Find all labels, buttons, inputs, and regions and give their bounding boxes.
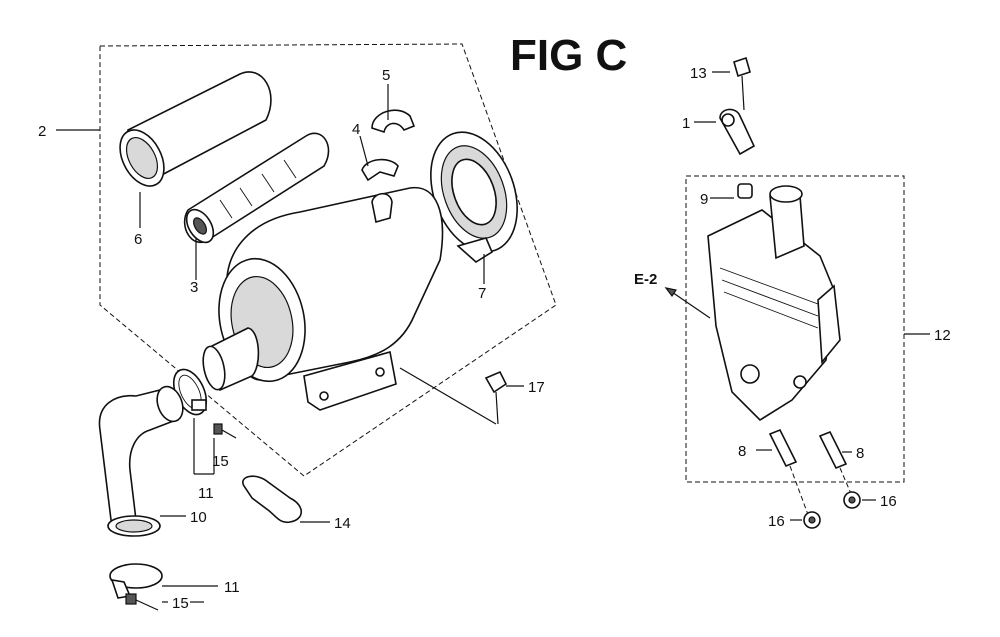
callout-15-lower: 15: [172, 595, 189, 612]
callout-16-left: 16: [768, 513, 785, 530]
muffler-assembly-boundary: [685, 175, 905, 483]
callout-8-right: 8: [856, 445, 864, 462]
callout-12: 12: [934, 327, 951, 344]
callout-labels: 2 6 3 5 4 7 17 15 11 10 14 11 15 13 1 9 …: [38, 65, 951, 612]
callout-6: 6: [134, 231, 142, 248]
callout-17: 17: [528, 379, 545, 396]
callout-14: 14: [334, 515, 351, 532]
callout-e2: E-2: [634, 271, 657, 288]
muffler-body: [707, 185, 841, 422]
callout-11-upper: 11: [198, 485, 214, 502]
callout-7: 7: [478, 285, 486, 302]
inner-filter-element: [183, 132, 330, 244]
clip-upper: [371, 109, 416, 134]
outer-filter-sleeve: [119, 71, 272, 187]
air-cleaner-housing: [202, 186, 444, 411]
leader-lines-left: [56, 84, 524, 603]
wire-clip: [242, 475, 303, 524]
stud-right: [818, 430, 853, 497]
callout-3: 3: [190, 279, 198, 296]
screw-lower: [125, 593, 159, 611]
clip-lower: [361, 158, 399, 182]
callout-8-left: 8: [738, 443, 746, 460]
bracket: [694, 108, 756, 156]
callout-4: 4: [352, 121, 360, 138]
screw-upper: [213, 423, 237, 439]
figure-title: FIG C: [510, 31, 627, 80]
collar: [710, 183, 753, 199]
callout-13: 13: [690, 65, 707, 82]
callout-1: 1: [682, 115, 690, 132]
callout-9: 9: [700, 191, 708, 208]
nut-left: [790, 511, 821, 529]
bolt-13: [712, 56, 751, 111]
callout-2: 2: [38, 123, 46, 140]
intake-elbow-hose: [98, 385, 184, 537]
nut-right: [843, 491, 876, 509]
e2-reference-arrow: [664, 287, 711, 319]
callout-16-right: 16: [880, 493, 897, 510]
housing-cover: [430, 131, 518, 263]
callout-15-upper: 15: [212, 453, 229, 470]
hose-clamp-lower: [109, 563, 163, 599]
bolt-17: [484, 370, 508, 425]
callout-10: 10: [190, 509, 207, 526]
callout-5: 5: [382, 67, 390, 84]
callout-11-lower: 11: [224, 579, 240, 596]
stud-left: [756, 428, 811, 521]
